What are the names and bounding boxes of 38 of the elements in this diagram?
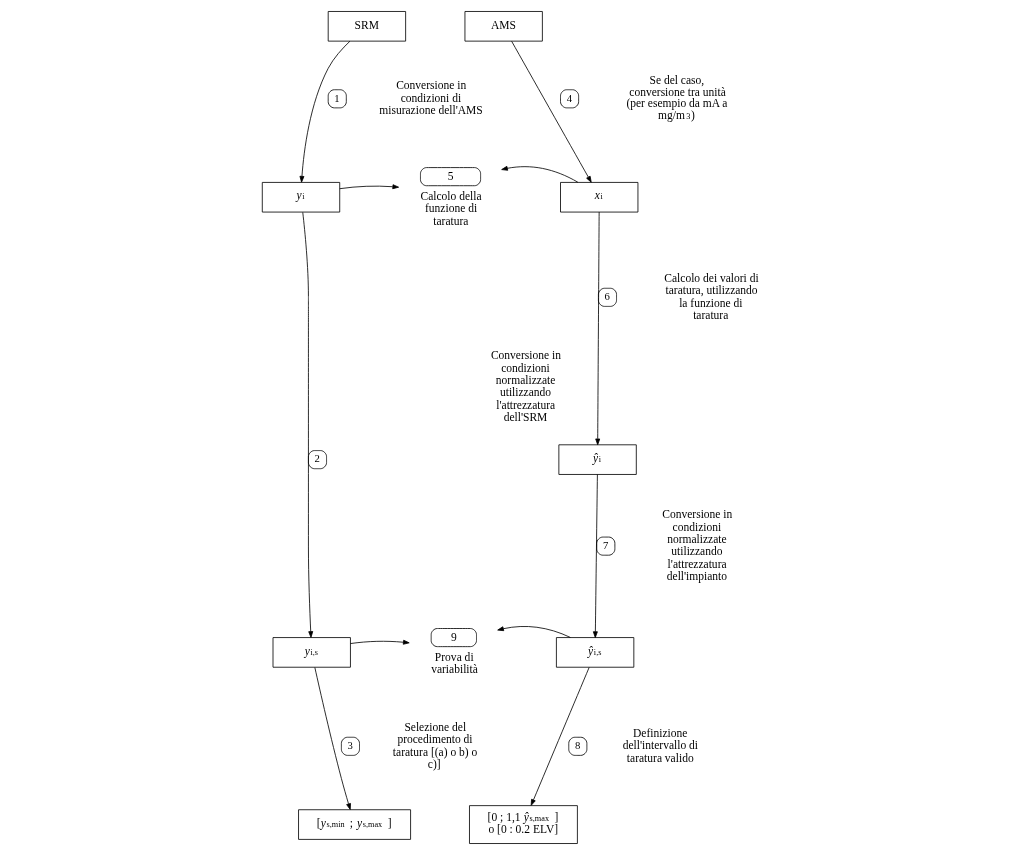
arrow <box>592 474 598 638</box>
arrow <box>496 626 571 638</box>
label: Conversione in condizioni normalizzate utilizzando l'attrezzatura dell'impianto <box>661 508 732 583</box>
node-box: [ys,min ; ys,max ] <box>297 809 411 840</box>
edge-label: 7 <box>602 538 608 551</box>
label: Conversione in condizioni normalizzate utilizzando l'attrezzatura dell'SRM <box>490 349 561 424</box>
label: Conversione in condizioni di misurazione dell'AMS <box>378 79 483 117</box>
edge-label: 2 <box>314 452 320 465</box>
node-box: AMS <box>464 11 543 42</box>
node-box: 5 <box>419 167 481 187</box>
node-box: yi <box>261 182 340 213</box>
arrow <box>338 184 399 190</box>
arrow <box>530 667 590 806</box>
node-label: Prova di variabilità <box>430 650 478 676</box>
node-box: ŷi,s <box>555 637 634 668</box>
arrow <box>510 40 592 183</box>
edge-label: 1 <box>333 91 340 104</box>
arrow <box>500 165 578 183</box>
node-box: ŷi <box>557 444 637 475</box>
edge-label: 6 <box>604 290 610 303</box>
arrow <box>349 639 410 645</box>
edge-label: 4 <box>566 91 572 104</box>
arrow <box>594 211 600 446</box>
edge-label: 3 <box>347 739 353 752</box>
node-box: xi <box>559 182 638 213</box>
label: Definizione dell'intervallo di taratura valido <box>622 727 698 764</box>
arrow <box>301 212 313 638</box>
arrow <box>299 40 350 183</box>
node-box: 9 <box>430 628 477 648</box>
label: Se del caso, conversione tra unità (per esempio da mA a mg/m3) <box>625 74 727 121</box>
node-box: yi,s <box>272 637 351 668</box>
label: Calcolo dei valori di taratura, utilizzando la funzione di taratura <box>663 271 759 321</box>
node-box: [0 ; 1,1 ŷs,max ] o [0 : 0.2 ELV] <box>468 805 578 844</box>
arrow <box>313 667 351 810</box>
node-box: SRM <box>327 11 406 42</box>
label: Selezione del procedimento di taratura [(a) o b) o c)] <box>392 720 477 770</box>
edge-label: 8 <box>574 739 580 752</box>
node-label: Calcolo della funzione di taratura <box>419 189 482 227</box>
